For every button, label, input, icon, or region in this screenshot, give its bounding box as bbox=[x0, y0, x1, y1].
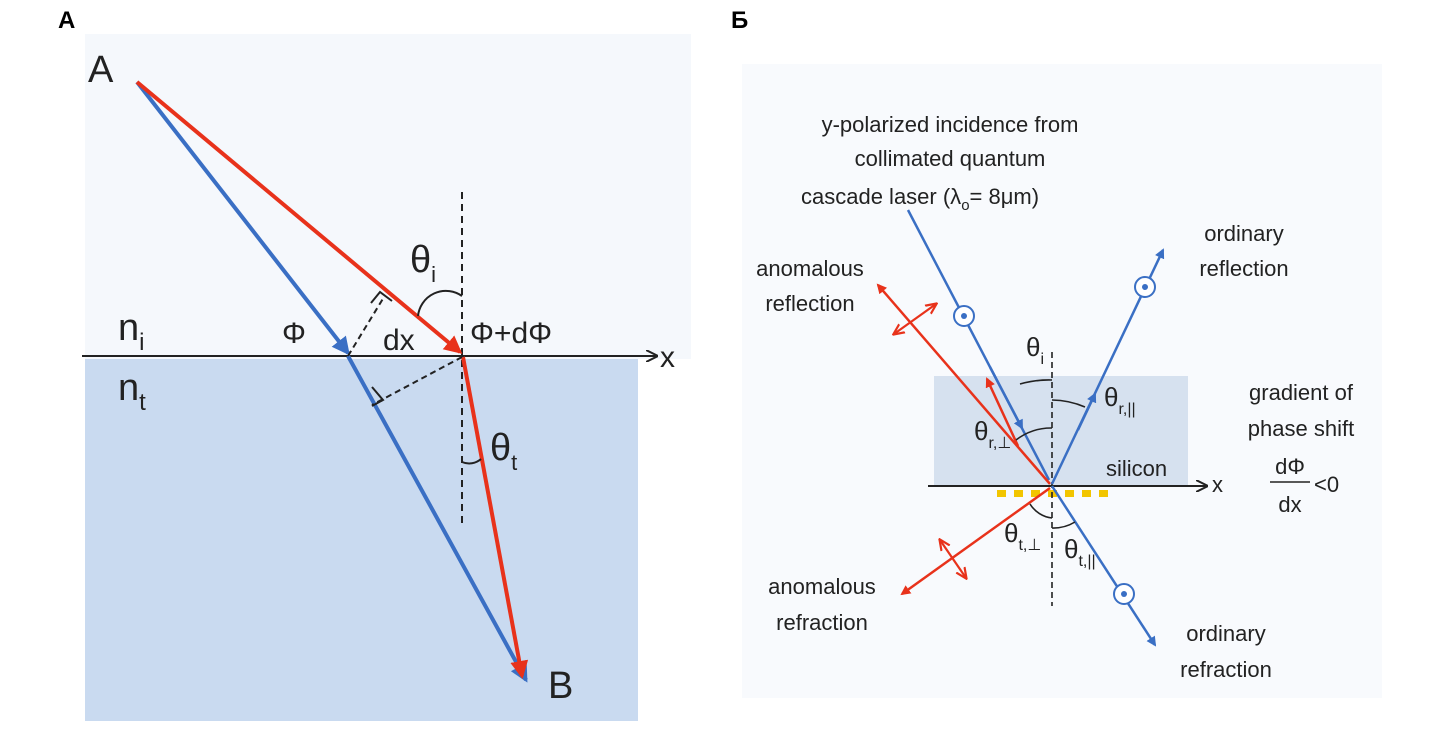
anomalous-refraction-polarization bbox=[940, 540, 966, 578]
theta-i-label: θi bbox=[410, 239, 436, 287]
anomalous-reflection-label-2: reflection bbox=[765, 291, 854, 316]
theta-i-arc bbox=[417, 289, 463, 317]
dx-label: dx bbox=[383, 324, 415, 357]
anomalous-reflection-label-1: anomalous bbox=[756, 256, 864, 281]
n-t-label: nt bbox=[118, 367, 146, 416]
theta-r-par-arc bbox=[1051, 399, 1086, 408]
silicon-label: silicon bbox=[1106, 456, 1167, 481]
ordinary-refraction-ray bbox=[1050, 485, 1157, 647]
point-b-label: B bbox=[548, 665, 573, 707]
theta-r-perp-arc bbox=[1015, 427, 1053, 441]
wavefront-incident bbox=[347, 296, 385, 357]
n-i-label: ni bbox=[118, 307, 144, 356]
incidence-line-3: cascade laser (λo= 8μm) bbox=[801, 184, 1039, 214]
wavefront-transmitted bbox=[371, 356, 463, 406]
phi-label: Φ bbox=[282, 317, 306, 350]
theta-t-perp-label: θt,⊥ bbox=[1004, 518, 1041, 554]
anomalous-refraction-ray bbox=[900, 486, 1051, 596]
theta-t-label: θt bbox=[490, 427, 517, 475]
blue-ray-transmitted bbox=[346, 355, 528, 683]
theta-r-perp-label: θr,⊥ bbox=[974, 416, 1011, 452]
fraction-relation: <0 bbox=[1314, 472, 1339, 497]
x-axis-label-b: x bbox=[1212, 472, 1223, 497]
medium-i-region bbox=[85, 34, 691, 359]
ordinary-reflection-arrow bbox=[1076, 392, 1097, 431]
ordinary-refraction-label-2: refraction bbox=[1180, 657, 1272, 682]
panel-b-label: Б bbox=[731, 7, 748, 34]
theta-i-arc-b bbox=[1019, 379, 1053, 385]
polarization-dot-refraction bbox=[1113, 583, 1135, 605]
red-ray-incident bbox=[135, 80, 463, 354]
polarization-dot-incident bbox=[953, 305, 975, 327]
panel-a: A x A B ni nt Φ Φ+dΦ dx θi θt bbox=[58, 7, 691, 721]
theta-i-label-b: θi bbox=[1026, 332, 1044, 368]
anomalous-reflection-arrow bbox=[985, 377, 1020, 447]
incidence-line-2: collimated quantum bbox=[855, 146, 1046, 171]
polarization-dot-reflection bbox=[1134, 276, 1156, 298]
ordinary-reflection-label-1: ordinary bbox=[1204, 221, 1283, 246]
fraction-denominator: dx bbox=[1278, 492, 1301, 517]
incident-ray-arrow bbox=[988, 366, 1024, 430]
medium-t-region bbox=[85, 359, 638, 721]
fraction-numerator: dΦ bbox=[1275, 454, 1305, 479]
gradient-label-2: phase shift bbox=[1248, 416, 1354, 441]
incident-ray bbox=[906, 209, 1051, 481]
theta-t-arc bbox=[461, 458, 482, 465]
panel-b: Б silicon x bbox=[731, 7, 1382, 698]
phi-dphi-label: Φ+dΦ bbox=[470, 317, 552, 350]
incidence-line-1: y-polarized incidence from bbox=[822, 112, 1079, 137]
theta-t-perp-arc bbox=[1029, 503, 1053, 519]
panel-a-label: A bbox=[58, 7, 75, 34]
gradient-label-1: gradient of bbox=[1249, 380, 1354, 405]
right-angle-mark-1 bbox=[370, 290, 393, 304]
right-angle-mark-2 bbox=[371, 386, 385, 407]
anomalous-refraction-label-2: refraction bbox=[776, 610, 868, 635]
red-ray-transmitted bbox=[461, 356, 529, 679]
x-axis-label: x bbox=[660, 341, 675, 374]
blue-ray-incident bbox=[135, 80, 350, 356]
anomalous-reflection-polarization bbox=[894, 304, 936, 334]
ordinary-reflection-label-2: reflection bbox=[1199, 256, 1288, 281]
theta-t-par-label: θt,|| bbox=[1064, 534, 1096, 570]
anomalous-refraction-label-1: anomalous bbox=[768, 574, 876, 599]
theta-t-par-arc bbox=[1051, 521, 1076, 529]
point-a-label: A bbox=[88, 49, 114, 91]
ordinary-refraction-label-1: ordinary bbox=[1186, 621, 1265, 646]
theta-r-par-label: θr,|| bbox=[1104, 382, 1136, 418]
